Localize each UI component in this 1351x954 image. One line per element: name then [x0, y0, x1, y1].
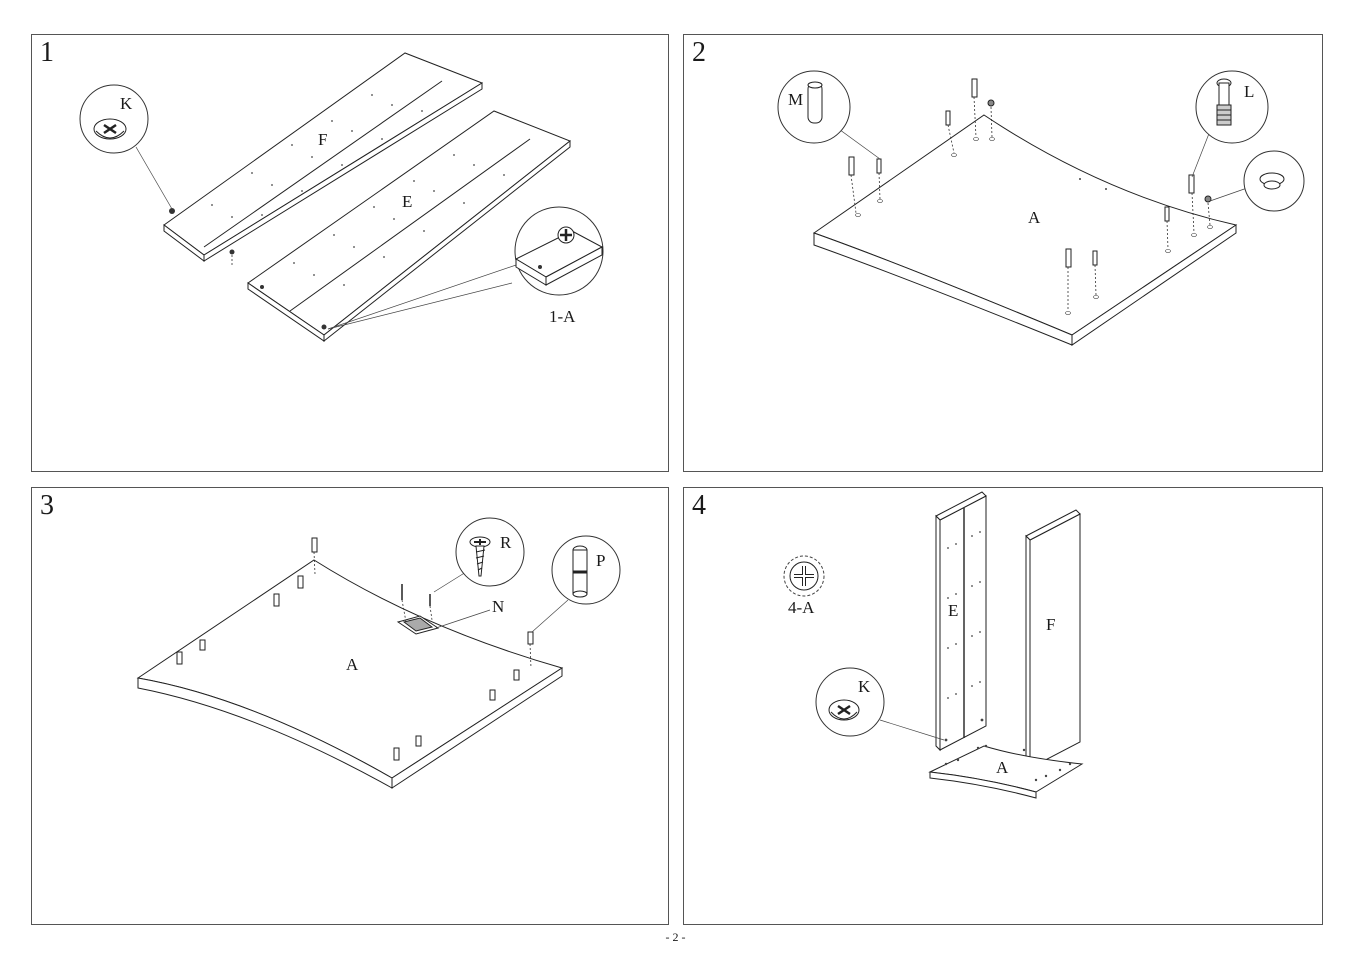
step-4-illustration: A E F 4-A K	[684, 488, 1324, 926]
part-l-detail	[1196, 71, 1268, 143]
dowel-icon	[808, 82, 822, 123]
part-label-e: E	[402, 192, 412, 211]
part-label-a: A	[346, 655, 359, 674]
cross-screw-icon	[558, 227, 574, 243]
step-3-panel: 3 N	[31, 487, 669, 925]
page-number: - 2 -	[0, 930, 1351, 945]
dowel-icon	[573, 546, 587, 597]
part-label-k: K	[120, 94, 133, 113]
cam-bolt-icon	[1217, 79, 1231, 125]
board-e-edge	[936, 516, 940, 750]
board-f-edge	[1026, 536, 1030, 768]
rotate-cam-icon	[784, 556, 824, 596]
part-label-m: M	[788, 90, 803, 109]
step-1-illustration: K F E 1-A	[32, 35, 670, 473]
cam-lock-icon	[322, 325, 327, 330]
part-label-p: P	[596, 551, 605, 570]
step-1-panel: 1	[31, 34, 669, 472]
part-label-f: F	[318, 130, 327, 149]
board-a	[814, 115, 1236, 335]
part-label-e: E	[948, 601, 958, 620]
part-label-l: L	[1244, 82, 1254, 101]
bracket-n-icon	[398, 584, 438, 634]
part-label-r: R	[500, 533, 512, 552]
part-label-f: F	[1046, 615, 1055, 634]
part-label-n: N	[492, 597, 504, 616]
cam-lock-icon	[829, 700, 859, 720]
step-2-illustration: M L A	[684, 35, 1324, 473]
board-f	[1030, 514, 1080, 768]
part-label-a: A	[996, 758, 1009, 777]
cam-lock-icon	[94, 119, 126, 139]
part-r-detail	[456, 518, 524, 586]
step-3-illustration: N R P A	[32, 488, 670, 926]
cam-lock-icon	[260, 285, 264, 289]
step-2-panel: 2	[683, 34, 1323, 472]
step-4-panel: 4 A E F	[683, 487, 1323, 925]
part-label-k: K	[858, 677, 871, 696]
cam-lock-icon	[230, 250, 235, 255]
board-e	[940, 496, 986, 750]
detail-label-4a: 4-A	[788, 598, 815, 617]
detail-label-1a: 1-A	[549, 307, 576, 326]
part-label-a: A	[1028, 208, 1041, 227]
